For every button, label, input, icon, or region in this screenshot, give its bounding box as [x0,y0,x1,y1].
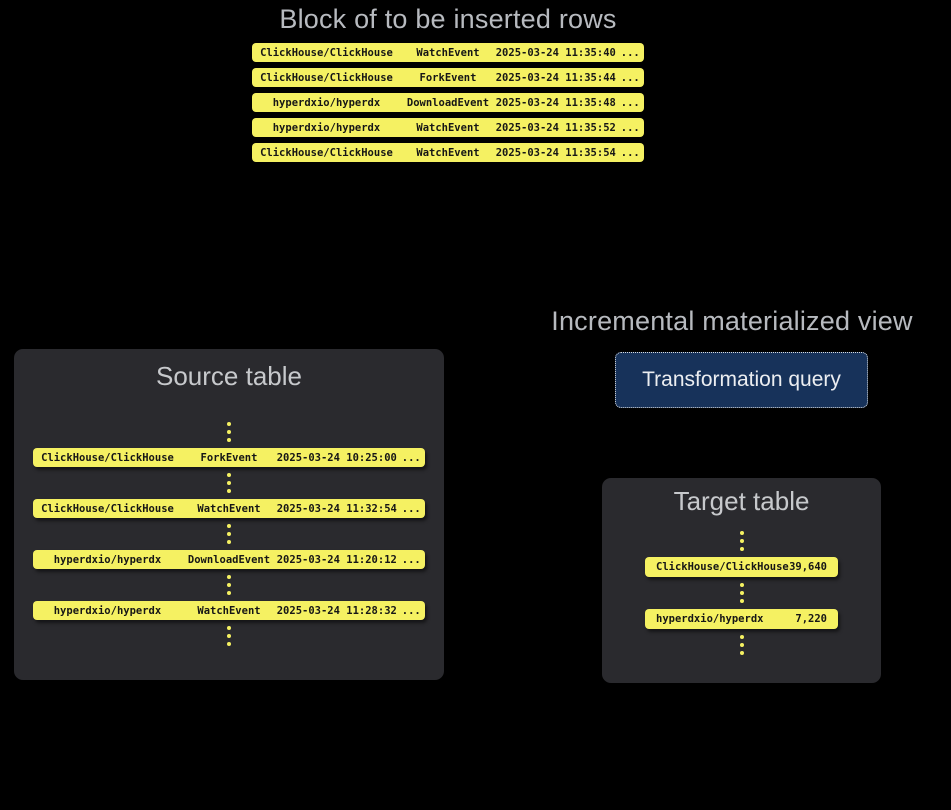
more-cell: ... [620,96,640,109]
event-cell: WatchEvent [197,604,261,617]
transformation-query-box: Transformation query [615,352,868,408]
time-cell: 2025-03-24 11:35:40 [495,46,616,59]
dot-icon [227,524,231,528]
event-cell: DownloadEvent [187,553,271,566]
dot-icon [739,643,744,647]
event-row: ClickHouse/ClickHouse WatchEvent 2025-03-2… [252,43,644,62]
dot-icon [739,539,744,543]
dot-icon [739,635,744,639]
more-cell: ... [401,502,421,515]
event-row: ClickHouse/ClickHouse ForkEvent 2025-03-24… [252,68,644,87]
event-row: hyperdxio/hyperdx WatchEvent 2025-03-24 11… [252,118,644,137]
repo-cell: ClickHouse/ClickHouse [260,46,393,59]
ellipsis [227,467,231,499]
event-row: hyperdxio/hyperdx DownloadEvent 2025-03-24… [33,550,425,569]
dot-icon [227,575,231,579]
dot-icon [227,422,231,426]
event-cell: WatchEvent [416,146,480,159]
dot-icon [739,531,744,535]
target-table-title: Target table [673,486,810,516]
ellipsis [739,629,744,661]
more-cell: ... [620,71,640,84]
source-table-rows: ClickHouse/ClickHouse ForkEvent 2025-03-24… [33,416,425,652]
target-row: hyperdxio/hyperdx 7,220 [645,609,838,629]
time-cell: 2025-03-24 10:25:00 [276,451,397,464]
more-cell: ... [620,46,640,59]
dot-icon [227,583,231,587]
dot-icon [739,547,744,551]
time-cell: 2025-03-24 11:32:54 [276,502,397,515]
count-cell: 7,220 [795,613,827,625]
transformation-query-label: Transformation query [642,368,841,391]
time-cell: 2025-03-24 11:35:54 [495,146,616,159]
repo-cell: hyperdxio/hyperdx [272,96,381,109]
dot-icon [227,532,231,536]
dot-icon [739,591,744,595]
event-cell: WatchEvent [416,46,480,59]
repo-cell: ClickHouse/ClickHouse [41,502,174,515]
time-cell: 2025-03-24 11:35:44 [495,71,616,84]
dot-icon [227,591,231,595]
materialized-view-title: Incremental materialized view [551,306,913,336]
time-cell: 2025-03-24 11:35:52 [495,121,616,134]
event-cell: DownloadEvent [406,96,490,109]
ellipsis [227,416,231,448]
event-row: hyperdxio/hyperdx DownloadEvent 2025-03-24… [252,93,644,112]
dot-icon [227,626,231,630]
dot-icon [227,642,231,646]
more-cell: ... [620,121,640,134]
count-cell: 39,640 [789,561,827,573]
repo-cell: ClickHouse/ClickHouse [41,451,174,464]
repo-cell: hyperdxio/hyperdx [53,604,162,617]
event-cell: ForkEvent [419,71,477,84]
dot-icon [227,438,231,442]
time-cell: 2025-03-24 11:20:12 [276,553,397,566]
event-row: hyperdxio/hyperdx WatchEvent 2025-03-24 11… [33,601,425,620]
ellipsis [739,525,744,557]
dot-icon [739,651,744,655]
dot-icon [227,481,231,485]
dot-icon [227,430,231,434]
more-cell: ... [401,451,421,464]
more-cell: ... [401,553,421,566]
ellipsis [227,620,231,652]
repo-cell: hyperdxio/hyperdx [272,121,381,134]
repo-cell: hyperdxio/hyperdx [656,613,764,625]
more-cell: ... [401,604,421,617]
event-row: ClickHouse/ClickHouse ForkEvent 2025-03-24… [33,448,425,467]
dot-icon [227,489,231,493]
ellipsis [227,518,231,550]
dot-icon [739,599,744,603]
source-table-box: Source table ClickHouse/ClickHouse ForkEv… [14,349,444,680]
dot-icon [227,473,231,477]
dot-icon [227,634,231,638]
more-cell: ... [620,146,640,159]
repo-cell: hyperdxio/hyperdx [53,553,162,566]
event-row: ClickHouse/ClickHouse WatchEvent 2025-03-2… [252,143,644,162]
event-row: ClickHouse/ClickHouse WatchEvent 2025-03-2… [33,499,425,518]
source-table-title: Source table [156,361,302,391]
ellipsis [739,577,744,609]
insert-block-title: Block of to be inserted rows [279,4,617,34]
time-cell: 2025-03-24 11:28:32 [276,604,397,617]
event-cell: WatchEvent [197,502,261,515]
ellipsis [227,569,231,601]
dot-icon [739,583,744,587]
dot-icon [227,540,231,544]
event-cell: WatchEvent [416,121,480,134]
event-cell: ForkEvent [200,451,258,464]
repo-cell: ClickHouse/ClickHouse [260,71,393,84]
time-cell: 2025-03-24 11:35:48 [495,96,616,109]
repo-cell: ClickHouse/ClickHouse [656,561,789,573]
repo-cell: ClickHouse/ClickHouse [260,146,393,159]
